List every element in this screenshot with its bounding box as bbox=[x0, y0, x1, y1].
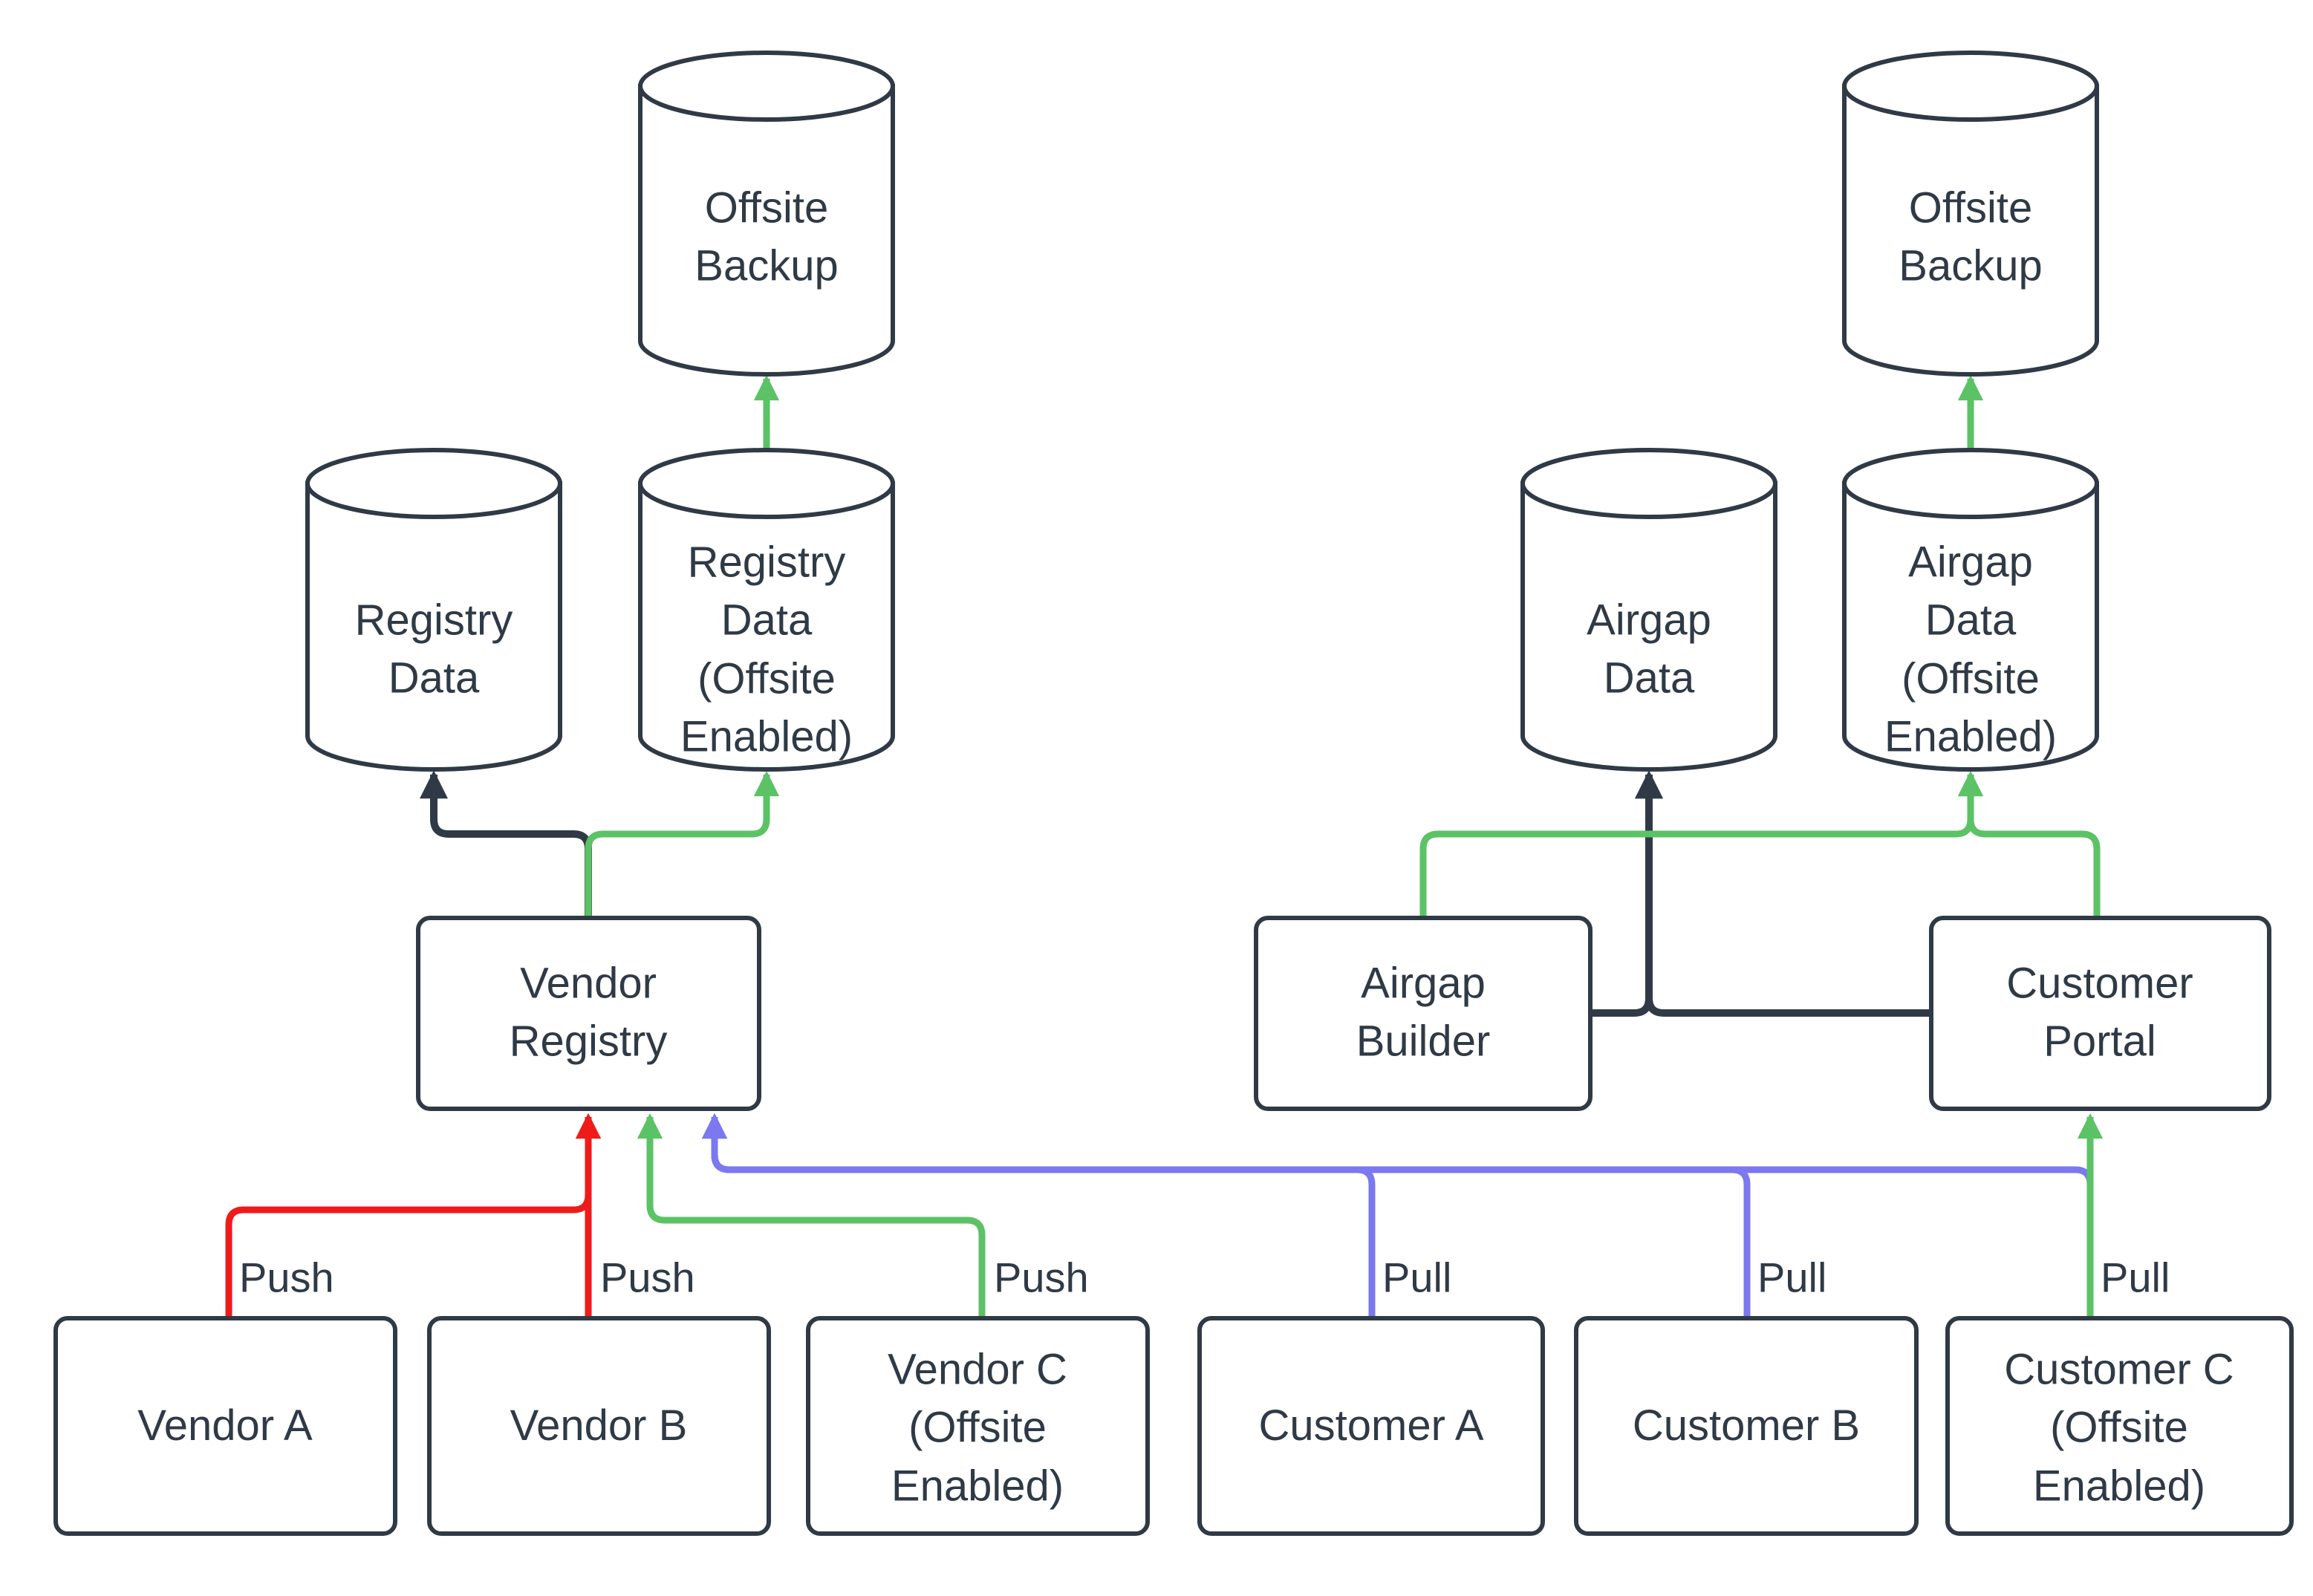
registry-data-cylinder bbox=[305, 448, 562, 772]
customer-c-box bbox=[1945, 1316, 2294, 1536]
customer-portal-box bbox=[1929, 916, 2271, 1111]
offsite-backup-left-label: Offsite Backup bbox=[694, 183, 839, 290]
vendor-c-box bbox=[806, 1316, 1150, 1536]
vendor-registry-box bbox=[416, 916, 761, 1111]
vendor-c-label: Vendor C (Offsite Enabled) bbox=[888, 1345, 1067, 1511]
cylinder-top bbox=[1520, 448, 1777, 519]
airgap-builder-box bbox=[1254, 916, 1593, 1111]
airgap-data-offsite-cylinder bbox=[1842, 448, 2099, 772]
vendor-a-label: Vendor A bbox=[137, 1401, 313, 1450]
pull-label-customer-b: Pull bbox=[1757, 1254, 1827, 1301]
registry-data-label: Registry Data bbox=[354, 596, 513, 703]
cylinder-body bbox=[638, 481, 895, 772]
edge-vendor-registry-to-registry-data-offsite bbox=[585, 770, 780, 919]
airgap-data-offsite-label: Airgap Data (Offsite Enabled) bbox=[1884, 538, 2057, 761]
vendor-a-box bbox=[53, 1316, 397, 1536]
customer-b-label: Customer B bbox=[1632, 1401, 1861, 1450]
pull-label-customer-a: Pull bbox=[1382, 1254, 1452, 1301]
cylinder-top bbox=[305, 448, 562, 519]
customer-portal-label: Customer Portal bbox=[2006, 959, 2193, 1066]
airgap-builder-label: Airgap Builder bbox=[1356, 959, 1491, 1066]
cylinder-top bbox=[638, 51, 895, 122]
customer-b-box bbox=[1574, 1316, 1919, 1536]
registry-data-offsite-label: Registry Data (Offsite Enabled) bbox=[680, 538, 853, 761]
pull-label-customer-c: Pull bbox=[2101, 1254, 2170, 1301]
edge-airgap-builder-to-airgap-data-offsite bbox=[1419, 770, 1984, 919]
edge-vendor-registry-to-registry-data bbox=[420, 770, 592, 919]
customer-a-box bbox=[1197, 1316, 1545, 1536]
cylinder-top bbox=[638, 448, 895, 519]
registry-data-offsite-cylinder bbox=[638, 448, 895, 772]
cylinder-body bbox=[1842, 481, 2099, 772]
offsite-backup-right-cylinder bbox=[1842, 51, 2099, 377]
cylinder-body bbox=[1520, 481, 1777, 772]
edge-airgap-builder-to-airgap-data bbox=[1590, 770, 1663, 1017]
customer-c-label: Customer C (Offsite Enabled) bbox=[2004, 1345, 2234, 1511]
cylinder-top bbox=[1842, 51, 2099, 122]
edge-customer-portal-to-airgap-data-offsite bbox=[1957, 770, 2101, 919]
airgap-data-label: Airgap Data bbox=[1587, 596, 1711, 703]
cylinder-top bbox=[1842, 448, 2099, 519]
edge-vendor-c-to-vendor-registry bbox=[637, 1113, 986, 1319]
push-label-vendor-b: Push bbox=[600, 1254, 695, 1301]
customer-a-label: Customer A bbox=[1258, 1401, 1484, 1450]
cylinder-body bbox=[305, 481, 562, 772]
push-label-vendor-a: Push bbox=[239, 1254, 334, 1301]
vendor-registry-label: Vendor Registry bbox=[509, 959, 668, 1066]
edge-customer-portal-to-airgap-data bbox=[1635, 770, 1931, 1017]
airgap-data-cylinder bbox=[1520, 448, 1777, 772]
offsite-backup-left-cylinder bbox=[638, 51, 895, 377]
vendor-b-label: Vendor B bbox=[510, 1401, 688, 1450]
cylinder-body bbox=[1842, 84, 2099, 377]
push-label-vendor-c: Push bbox=[994, 1254, 1089, 1301]
cylinder-body bbox=[638, 84, 895, 377]
offsite-backup-right-label: Offsite Backup bbox=[1899, 183, 2043, 290]
vendor-b-box bbox=[427, 1316, 771, 1536]
